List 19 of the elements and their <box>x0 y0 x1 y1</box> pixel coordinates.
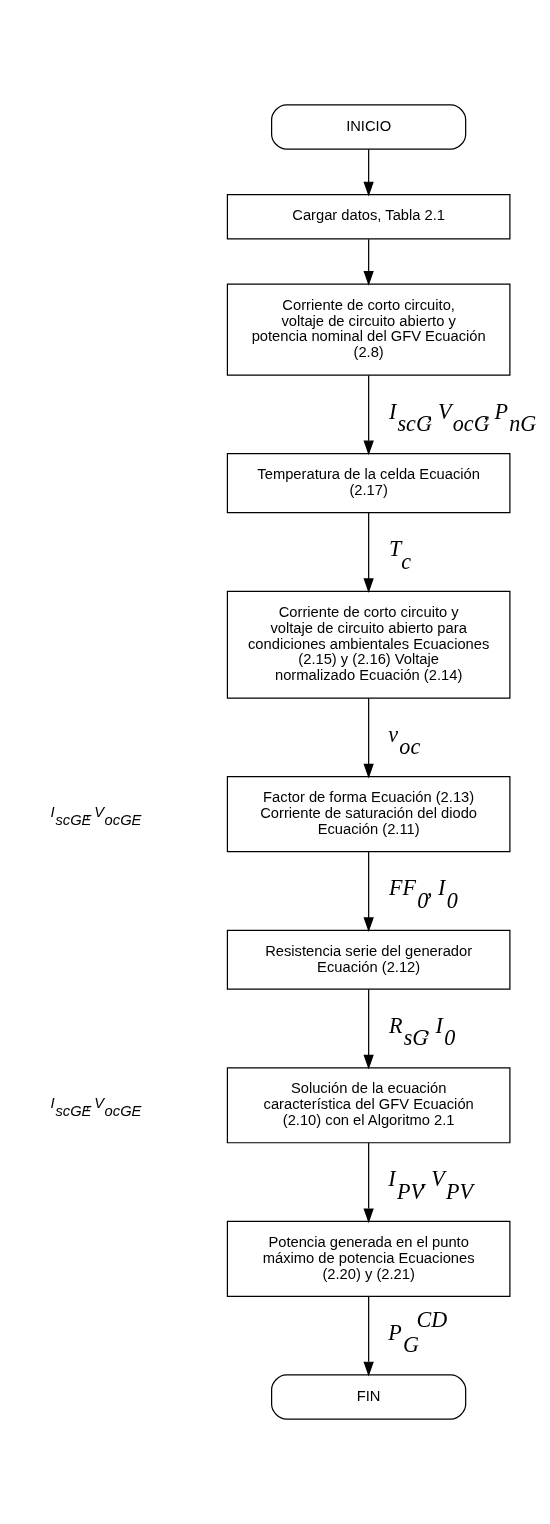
arrow <box>363 512 374 594</box>
arrow <box>363 697 374 779</box>
node-box: Resistencia serie del generador Ecuación (2.12) <box>226 929 511 990</box>
node-box: Corriente de corto circuito y voltaje de circuito abierto para condiciones ambientales Ecuaciones (2.15) y (2.16) Voltaje normalizado Ecuación (2.14) <box>226 590 511 699</box>
node-box: Solución de la ecuación característica del GFV Ecuación (2.10) con el Algoritmo 2.1 <box>226 1067 511 1144</box>
node-box: Cargar datos, Tabla 2.1 <box>226 193 511 240</box>
node-box: INICIO <box>271 104 467 150</box>
node-box: Temperatura de la celda Ecuación (2.17) <box>226 453 511 514</box>
arrow <box>363 851 374 933</box>
arrow <box>363 374 374 456</box>
node-box: Corriente de corto circuito, voltaje de circuito abierto y potencia nominal del GFV Ecuación (2.8) <box>226 283 511 376</box>
arrow <box>363 148 374 197</box>
arrow <box>363 988 374 1070</box>
arrow <box>363 1295 374 1377</box>
node-box: FIN <box>271 1374 467 1420</box>
node-box: Potencia generada en el punto máximo de potencia Ecuaciones (2.20) y (2.21) <box>226 1220 511 1297</box>
node-box: Factor de forma Ecuación (2.13) Corriente de saturación del diodo Ecuación (2.11) <box>226 776 511 853</box>
arrow <box>363 1142 374 1224</box>
arrow <box>363 238 374 286</box>
